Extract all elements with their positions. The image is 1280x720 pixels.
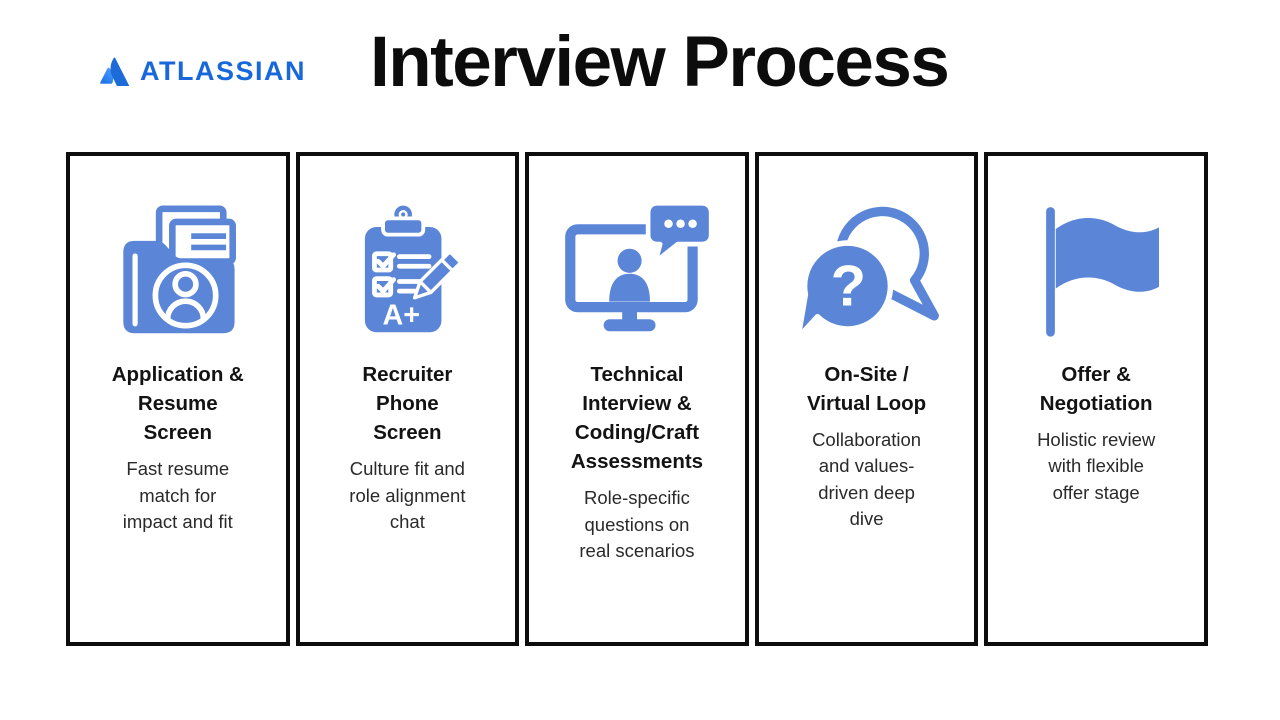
step-description: Collaboration and values- driven deep di…: [812, 429, 922, 530]
step-description: Culture fit and role alignment chat: [349, 458, 466, 532]
atlassian-logo-icon: [100, 57, 130, 86]
flag-icon: [1046, 207, 1160, 337]
step-title: Recruiter Phone Screen: [362, 363, 453, 445]
clipboard-checklist-pencil-icon: A+: [365, 205, 463, 333]
question-speech-bubbles-icon: ?: [794, 206, 939, 342]
step-description: Role-specific questions on real scenario…: [579, 487, 695, 561]
step-card-recruiter-phone-screen: A+ Recruiter Phone Screen Culture fit an…: [295, 152, 520, 646]
step-icon-box: ?: [771, 196, 963, 346]
folder-documents-person-icon: [123, 205, 236, 334]
step-description: Fast resume match for impact and fit: [122, 458, 233, 532]
step-description: Holistic review with flexible offer stag…: [1037, 429, 1156, 503]
step-card-offer-negotiation: Offer & Negotiation Holistic review with…: [984, 152, 1208, 646]
step-icon-box: [541, 196, 733, 346]
brand-logo: ATLASSIAN: [100, 56, 306, 87]
step-card-application-resume-screen: Application & Resume Screen Fast resume …: [66, 152, 290, 646]
page-title: Interview Process: [370, 23, 950, 102]
step-icon-box: A+: [312, 196, 504, 346]
clipboard-grade-text: A+: [383, 300, 421, 332]
step-title: Application & Resume Screen: [111, 363, 244, 445]
step-icon-box: [1000, 196, 1192, 346]
step-title: Offer & Negotiation: [1039, 363, 1153, 416]
process-steps: Application & Resume Screen Fast resume …: [66, 152, 1208, 646]
step-card-technical-interview: Technical Interview & Coding/Craft Asses…: [525, 152, 749, 646]
step-card-onsite-virtual-loop: ? On-Site / Virtual Loop Collaboration a…: [754, 152, 979, 646]
step-title: On-Site / Virtual Loop: [806, 363, 927, 416]
step-title: Technical Interview & Coding/Craft Asses…: [570, 363, 704, 474]
brand-wordmark: ATLASSIAN: [140, 56, 306, 86]
step-icon-box: [82, 196, 274, 346]
question-mark-text: ?: [830, 255, 865, 319]
monitor-video-interview-icon: [565, 201, 713, 332]
